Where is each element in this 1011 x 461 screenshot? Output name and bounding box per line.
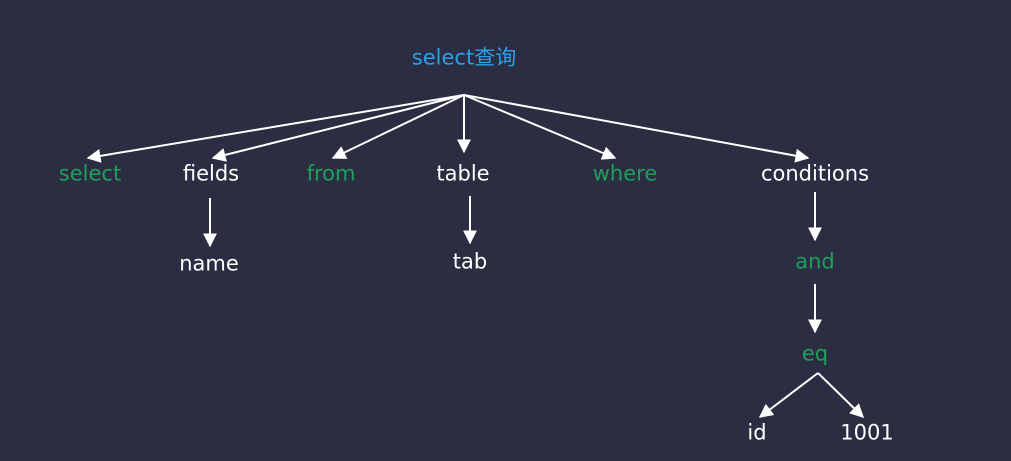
- edge-eq-1001: [817, 372, 865, 418]
- node-eq-keyword: eq: [801, 341, 829, 366]
- node-table: table: [436, 161, 490, 186]
- edge-root-select: [86, 94, 465, 163]
- node-tab: tab: [452, 249, 488, 274]
- node-1001: 1001: [840, 420, 894, 445]
- node-fields: fields: [182, 161, 240, 186]
- node-conditions: conditions: [760, 161, 870, 186]
- node-select-keyword: select: [58, 161, 122, 186]
- edge-eq-id: [758, 372, 819, 418]
- edge-root-where: [463, 94, 617, 160]
- root-node-select-query: select查询: [411, 45, 517, 70]
- edge-root-fields: [211, 94, 465, 162]
- node-from-keyword: from: [306, 161, 356, 186]
- node-where-keyword: where: [592, 161, 658, 186]
- node-and-keyword: and: [795, 249, 835, 274]
- edge-root-from: [331, 94, 465, 159]
- node-id: id: [747, 420, 767, 445]
- edge-root-conditions: [463, 94, 810, 163]
- node-name: name: [179, 251, 239, 276]
